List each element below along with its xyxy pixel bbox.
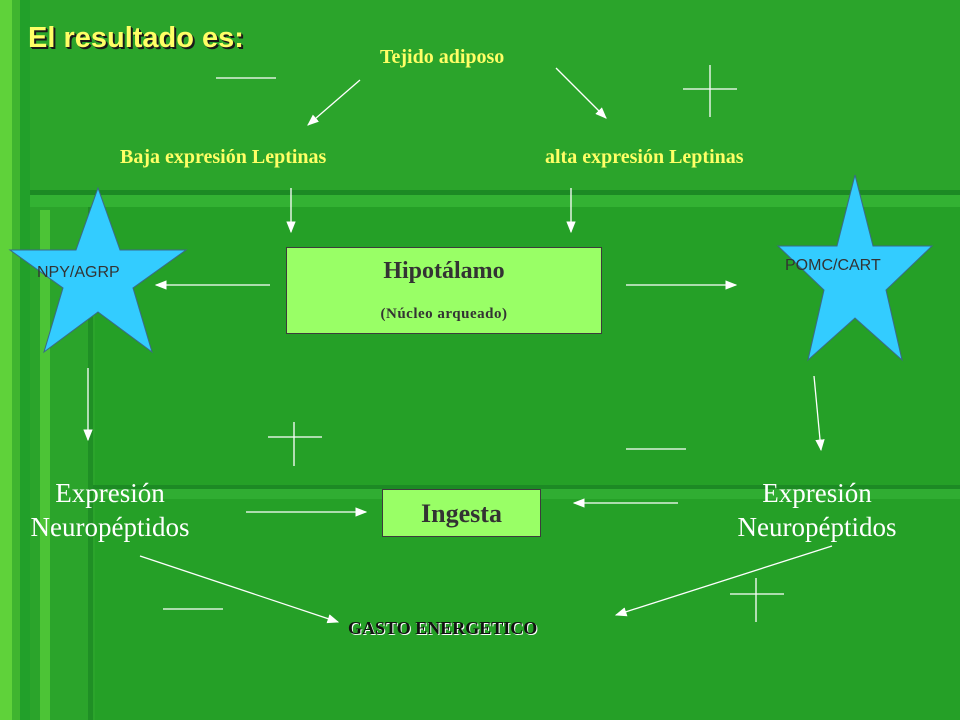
left-expression-line-2: Neuropéptidos — [30, 512, 190, 542]
slide-title: El resultado es: — [28, 22, 244, 54]
arrow-right-to-gasto — [614, 545, 833, 617]
ingesta-label: Ingesta — [421, 499, 502, 528]
right-expression-label: Expresión Neuropéptidos — [717, 476, 917, 544]
arrow-left-to-gasto — [139, 555, 340, 624]
hipotalamo-box: Hipotálamo (Núcleo arqueado) — [286, 247, 602, 334]
right-expression-line-2: Neuropéptidos — [737, 512, 897, 542]
gasto-energetico-label: GASTO ENERGETICO — [348, 618, 538, 638]
hipotalamo-subtitle: (Núcleo arqueado) — [380, 306, 508, 322]
label-npy-agrp: NPY/AGRP — [37, 264, 120, 281]
left-expression-label: Expresión Neuropéptidos — [10, 476, 210, 544]
hipotalamo-title: Hipotálamo — [383, 258, 505, 284]
ingesta-box: Ingesta — [382, 489, 541, 537]
arrow-to-baja — [307, 79, 361, 126]
left-expression-line-1: Expresión — [55, 478, 165, 508]
arrow-pomc-down — [813, 375, 825, 452]
node-alta-expresion: alta expresión Leptinas — [545, 146, 744, 168]
node-baja-expresion: Baja expresión Leptinas — [120, 146, 327, 168]
node-tejido-adiposo: Tejido adiposo — [380, 46, 505, 68]
arrow-to-alta — [555, 67, 607, 119]
star-npy-agrp — [8, 186, 188, 354]
right-expression-line-1: Expresión — [762, 478, 872, 508]
star-pomc-cart — [776, 174, 934, 362]
label-pomc-cart: POMC/CART — [785, 257, 881, 274]
